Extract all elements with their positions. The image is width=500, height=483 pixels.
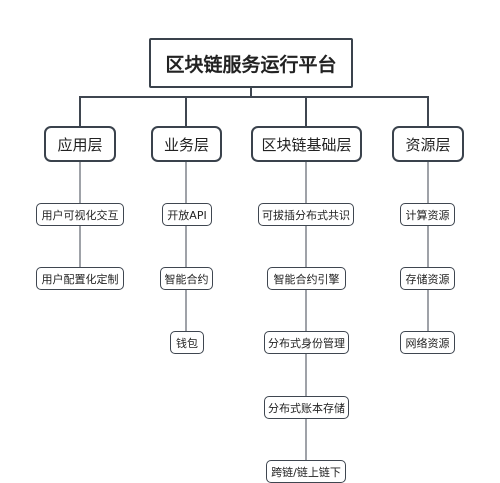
leaf-distributed-identity: 分布式身份管理	[264, 331, 349, 354]
leaf-pluggable-consensus: 可拔插分布式共识	[258, 203, 354, 226]
category-resource-layer: 资源层	[392, 126, 464, 162]
leaf-user-config-customization: 用户配置化定制	[36, 267, 124, 290]
leaf-smart-contract-engine: 智能合约引擎	[267, 267, 346, 290]
leaf-open-api: 开放API	[162, 203, 212, 226]
leaf-wallet: 钱包	[170, 331, 204, 354]
leaf-smart-contract: 智能合约	[160, 267, 213, 290]
leaf-network-resources: 网络资源	[400, 331, 455, 354]
category-application-layer: 应用层	[44, 126, 116, 162]
category-business-layer: 业务层	[151, 126, 222, 162]
leaf-storage-resources: 存储资源	[400, 267, 455, 290]
root-node-title: 区块链服务运行平台	[149, 38, 353, 88]
leaf-compute-resources: 计算资源	[400, 203, 455, 226]
leaf-user-visual-interaction: 用户可视化交互	[36, 203, 124, 226]
leaf-cross-chain: 跨链/链上链下	[266, 460, 346, 483]
leaf-distributed-ledger-storage: 分布式账本存储	[264, 396, 349, 419]
category-blockchain-base-layer: 区块链基础层	[251, 126, 362, 162]
